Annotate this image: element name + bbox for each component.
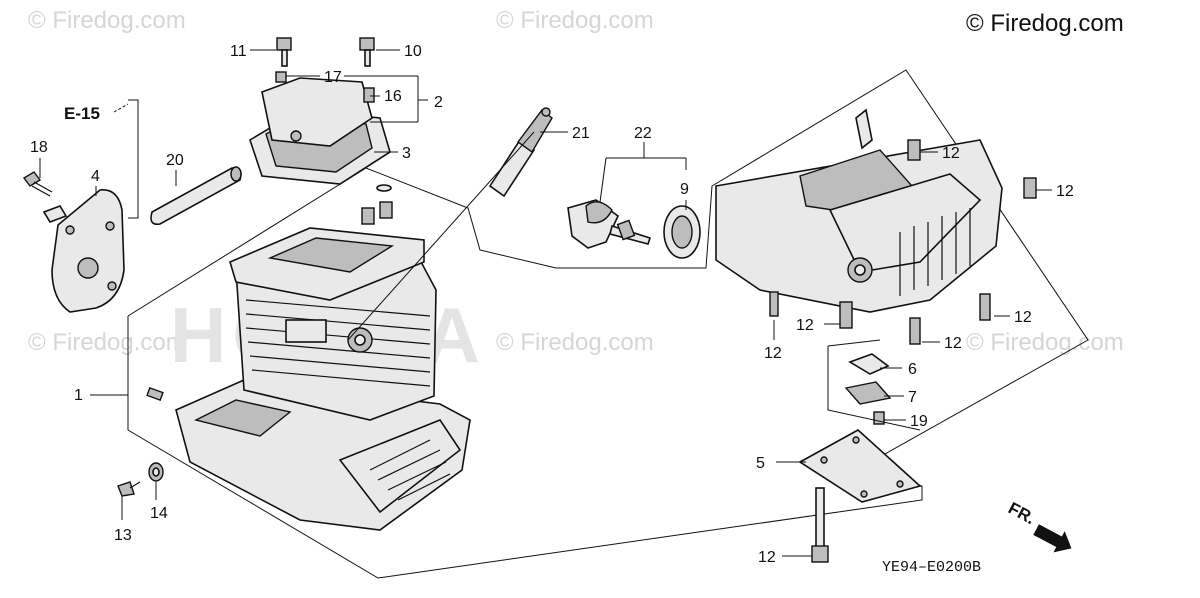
part-15-washer[interactable] xyxy=(148,462,164,482)
callout-4: 4 xyxy=(91,168,100,185)
callout-labels: 11 10 17 16 2 3 18 4 20 1 13 14 21 22 9 … xyxy=(30,43,1074,566)
part-6-clip[interactable] xyxy=(848,353,890,375)
front-arrow: FR. xyxy=(1005,499,1072,553)
callout-11: 11 xyxy=(230,43,247,60)
watermark-top-left: © Firedog.com xyxy=(28,7,186,34)
crankcase-assembly[interactable] xyxy=(715,108,1003,313)
callout-20: 20 xyxy=(166,152,184,169)
part-10-bolt[interactable] xyxy=(359,37,375,67)
callout-9: 9 xyxy=(680,181,689,198)
callout-6: 6 xyxy=(908,361,917,378)
part-9-seal[interactable] xyxy=(663,205,701,259)
watermark-top-right: © Firedog.com xyxy=(966,10,1124,37)
callout-19: 19 xyxy=(910,413,928,430)
callout-10: 10 xyxy=(404,43,422,60)
callout-1: 1 xyxy=(74,387,83,404)
callout-15: 14 xyxy=(150,505,168,522)
callout-13-b: 12 xyxy=(1056,183,1074,200)
callout-3: 3 xyxy=(402,145,411,162)
part-3-head-cover[interactable] xyxy=(249,71,391,185)
part-22-oil-cap[interactable] xyxy=(567,199,652,249)
callout-13-f: 12 xyxy=(1014,309,1032,326)
part-20-tube[interactable] xyxy=(150,166,242,226)
callout-5: 5 xyxy=(756,455,765,472)
callout-18: 18 xyxy=(30,139,48,156)
part-19-screw[interactable] xyxy=(873,411,885,425)
part-16-dowel[interactable] xyxy=(361,184,393,225)
callout-13-c: 12 xyxy=(764,345,782,362)
callout-13-a: 12 xyxy=(942,145,960,162)
callout-21: 21 xyxy=(572,125,590,142)
callout-13-e: 12 xyxy=(944,335,962,352)
part-1-cylinder-block[interactable] xyxy=(175,227,471,531)
callout-7: 7 xyxy=(908,389,917,406)
part-17-dowel[interactable] xyxy=(146,386,164,402)
part-7-plate[interactable] xyxy=(844,381,892,405)
callout-13-d: 12 xyxy=(796,317,814,334)
part-14-screw[interactable] xyxy=(117,481,141,497)
callout-2: 2 xyxy=(434,94,443,111)
watermark-mid-center: © Firedog.com xyxy=(496,329,654,356)
cylinder-fins xyxy=(245,299,431,387)
watermark-mid-left: © Firedog.com xyxy=(28,329,186,356)
callout-14: 13 xyxy=(114,527,132,544)
part-11-bolt[interactable] xyxy=(276,37,292,67)
part-12-bolt[interactable] xyxy=(811,487,829,563)
watermark-mid-right: © Firedog.com xyxy=(966,329,1124,356)
front-arrow-label: FR. xyxy=(1005,499,1038,529)
part-13-bolt[interactable] xyxy=(769,139,1037,345)
group-frame-cover xyxy=(128,99,139,219)
group-frame-main xyxy=(127,69,1089,579)
part-4-cover-plate[interactable] xyxy=(42,189,125,313)
reference-arrow xyxy=(113,103,129,113)
part-21-spark-plug[interactable] xyxy=(488,107,553,198)
part-18-bolt[interactable] xyxy=(22,171,53,197)
leader-lines xyxy=(39,49,1052,557)
callout-22: 22 xyxy=(634,125,652,142)
callout-16: 16 xyxy=(384,88,402,105)
callout-17: 17 xyxy=(324,69,342,86)
part-5-cover-plate[interactable] xyxy=(798,429,922,503)
watermark-top-center: © Firedog.com xyxy=(496,7,654,34)
callout-12: 12 xyxy=(758,549,776,566)
reference-e15[interactable]: E-15 xyxy=(64,104,100,123)
crankcase-ribs xyxy=(899,208,971,296)
diagram-code: YE94–E0200B xyxy=(882,559,981,576)
arrow-icon xyxy=(1033,524,1072,553)
